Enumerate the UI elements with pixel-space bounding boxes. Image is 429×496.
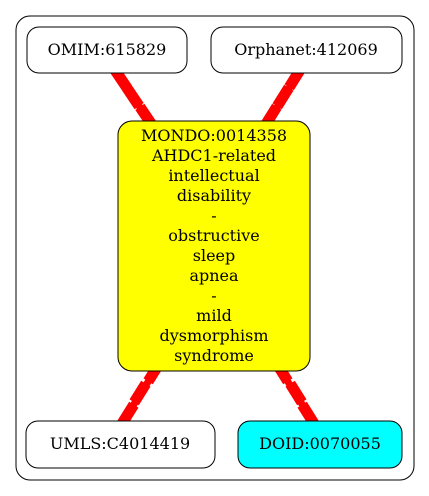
node-omim[interactable]: OMIM:615829: [26, 26, 188, 74]
node-orphanet-label: Orphanet:412069: [234, 40, 378, 59]
center-line: dysmorphism: [160, 326, 269, 345]
center-line: AHDC1-related: [151, 146, 276, 165]
node-orphanet[interactable]: Orphanet:412069: [210, 26, 403, 74]
center-line: intellectual: [168, 166, 259, 185]
edge-omim-to-center: [110, 66, 157, 129]
center-line: syndrome: [174, 346, 254, 365]
node-mondo-center[interactable]: MONDO:0014358 AHDC1-related intellectual…: [117, 120, 311, 372]
center-line: apnea: [189, 266, 239, 285]
node-umls-label: UMLS:C4014419: [50, 434, 190, 453]
center-line: -: [211, 286, 216, 305]
center-line: -: [211, 206, 216, 225]
edge-orphanet-to-center: [260, 65, 306, 129]
center-line: MONDO:0014358: [141, 126, 287, 145]
center-line: mild: [196, 306, 232, 325]
node-umls[interactable]: UMLS:C4014419: [25, 420, 216, 469]
center-line: disability: [177, 186, 251, 205]
center-line: obstructive: [168, 226, 259, 245]
node-doid-label: DOID:0070055: [259, 434, 381, 453]
center-line: sleep: [193, 246, 236, 265]
edge-center-to-umls: [117, 359, 165, 427]
node-doid[interactable]: DOID:0070055: [237, 420, 403, 469]
cluster-border: [15, 15, 415, 481]
node-omim-label: OMIM:615829: [48, 40, 167, 59]
